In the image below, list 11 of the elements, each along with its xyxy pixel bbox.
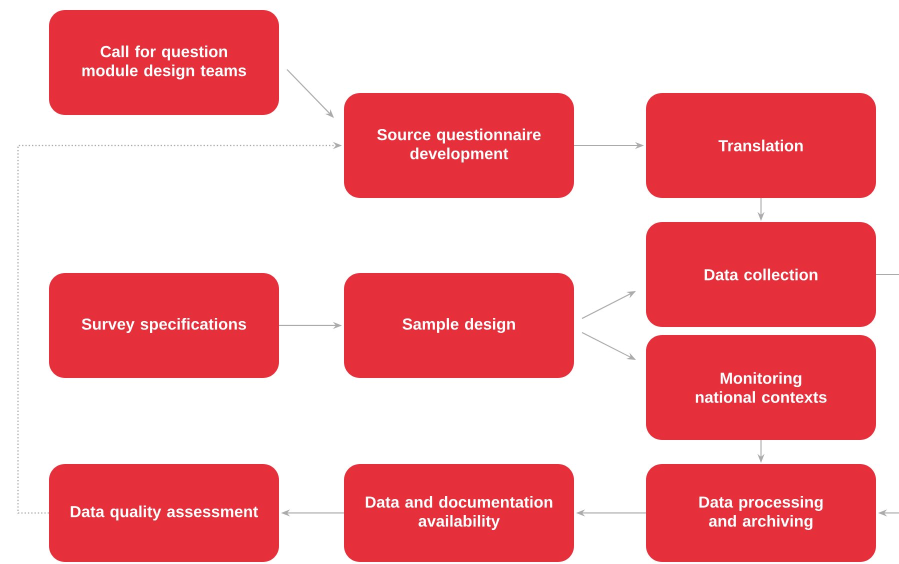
process-box: Data processing and archiving (646, 464, 876, 562)
process-box: Data and documentation availability (344, 464, 574, 562)
process-box: Data collection (646, 222, 876, 327)
process-box: Call for question module design teams (49, 10, 279, 115)
arrow (876, 274, 899, 517)
process-box: Sample design (344, 272, 574, 378)
process-box: Monitoring national contexts (646, 334, 876, 440)
process-box: Source questionnaire development (344, 93, 574, 198)
process-box: Survey specifications (49, 272, 279, 378)
process-box: Data quality assessment (49, 464, 279, 562)
process-box: Translation (646, 93, 876, 198)
